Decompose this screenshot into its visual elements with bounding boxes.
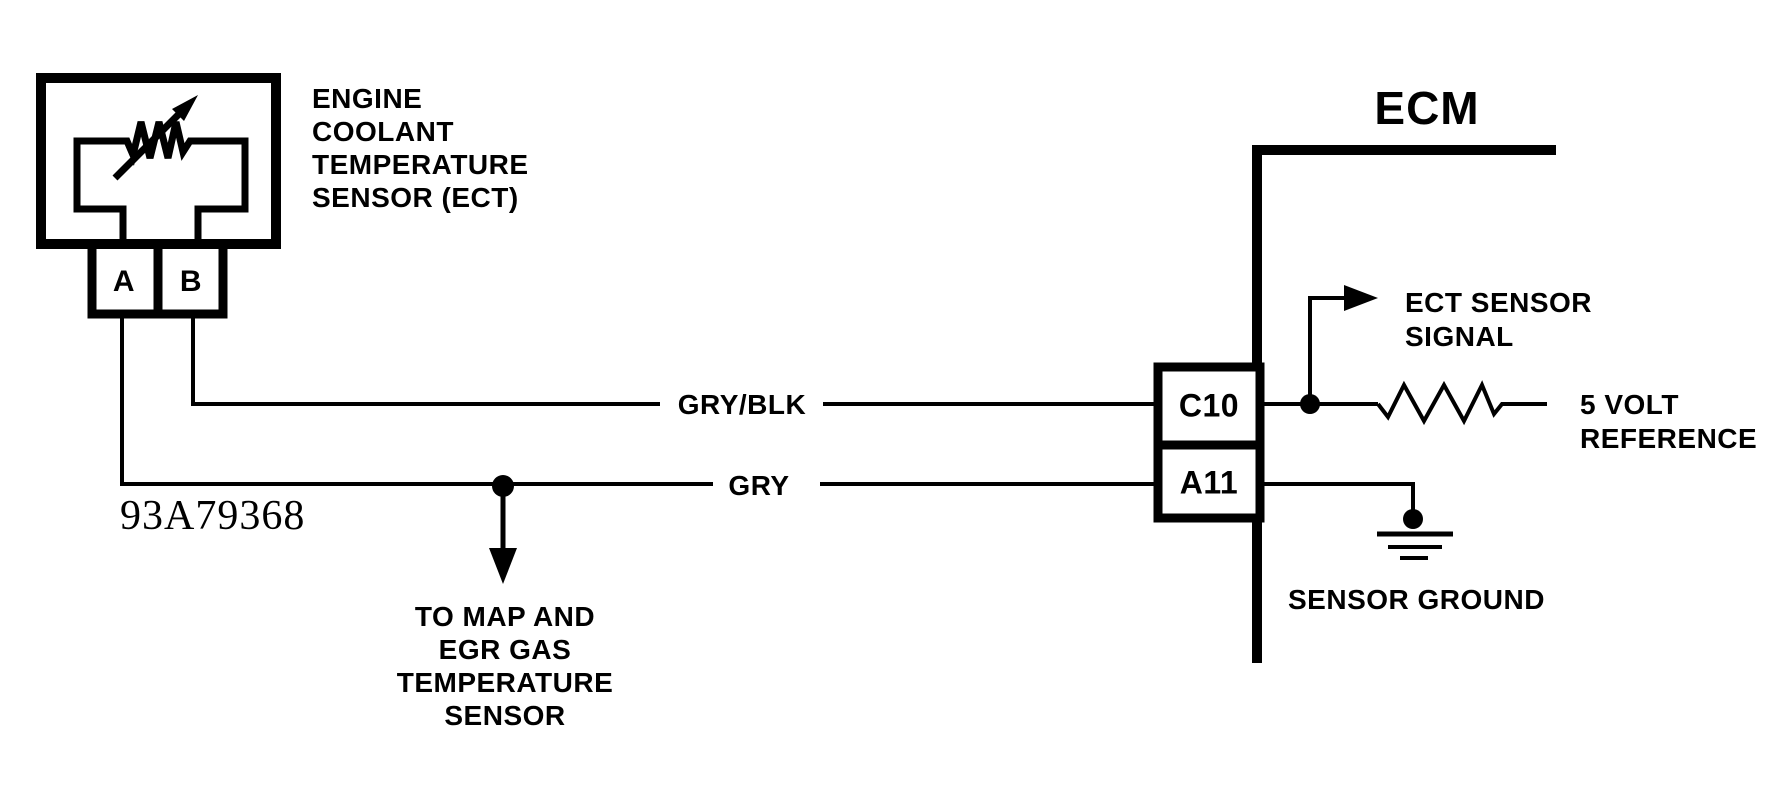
branch-note-line: TEMPERATURE [396,667,614,698]
wire-gry-left-segment [120,314,713,486]
sensor-title-line: TEMPERATURE [312,149,529,180]
branch-arrowhead-icon [489,548,517,584]
signal-label-line: ECT SENSOR [1405,287,1593,318]
sensor-title: ENGINE COOLANT TEMPERATURE SENSOR (ECT) [312,82,529,214]
part-number: 93A79368 [120,493,306,539]
ground-label: SENSOR GROUND [1288,584,1545,615]
wire-gry-blk-left-segment [191,314,660,406]
pin-c10-label: C10 [1178,387,1240,424]
ect-sensor-inner-outline [73,121,249,241]
reference-label-line: 5 VOLT [1580,389,1679,420]
wire-label-gry: GRY [728,470,790,501]
sensor-title-line: ENGINE [312,83,423,114]
reference-label-line: REFERENCE [1580,423,1758,454]
signal-branch-line [1308,296,1348,404]
branch-note-line: TO MAP AND [414,601,596,632]
terminal-b-label: B [179,265,203,298]
ground-symbol-icon [1377,531,1453,560]
terminal-a-label: A [112,265,136,298]
ecm-title: ECM [1374,82,1480,134]
a11-internal-wire [1262,482,1415,512]
terminal-b-box [153,239,228,319]
ground-junction-dot [1403,509,1423,529]
branch-note-line: EGR GAS [438,634,572,665]
pullup-resistor-zigzag [1376,380,1547,426]
signal-label-line: SIGNAL [1405,321,1514,352]
sensor-title-line: COOLANT [312,116,454,147]
pin-a11-label: A11 [1179,464,1239,501]
signal-arrowhead-icon [1344,285,1378,311]
signal-label: ECT SENSOR SIGNAL [1405,286,1592,354]
wire-label-gry-blk: GRY/BLK [677,389,807,420]
variable-resistor-arrow-shaft [112,108,185,181]
variable-resistor-arrowhead-icon [172,95,198,121]
branch-note-line: SENSOR [444,700,566,731]
reference-label: 5 VOLT REFERENCE [1580,388,1757,456]
branch-note: TO MAP AND EGR GAS TEMPERATURE SENSOR [397,600,614,732]
sensor-title-line: SENSOR (ECT) [312,182,519,213]
